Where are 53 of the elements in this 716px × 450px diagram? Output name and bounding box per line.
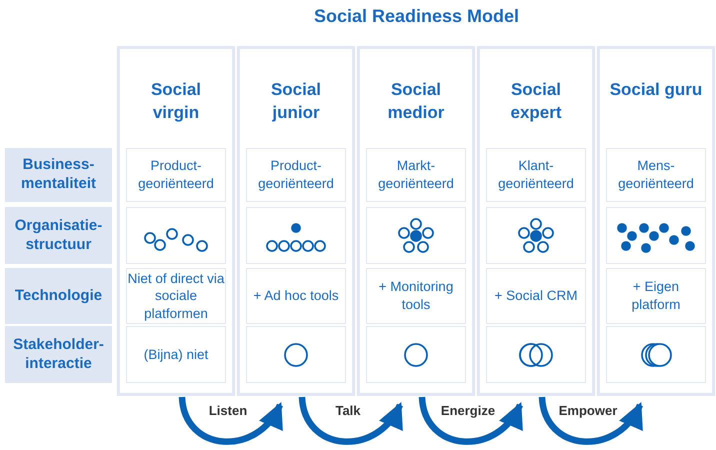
description-text: Product-georiënteerd (137, 157, 215, 193)
table-cell (486, 148, 586, 202)
description-text: Mens-georiënteerd (617, 157, 695, 193)
description-text: (Bijna) niet (144, 346, 208, 364)
column-heading: Social guru (608, 79, 704, 101)
curved-arrow (178, 396, 283, 445)
table-cell (486, 326, 586, 383)
table-cell (246, 148, 346, 202)
table-cell (486, 268, 586, 324)
stage-column (117, 46, 235, 396)
curved-arrow (298, 396, 403, 445)
edge-label: Talk (333, 403, 363, 418)
description-text: + Eigen platform (630, 278, 682, 314)
edge-label: Empower (556, 403, 620, 418)
table-cell (246, 326, 346, 383)
column-heading: Social junior (270, 79, 322, 124)
description-text: + Monitoring tools (378, 278, 454, 314)
description-text: Markt-georiënteerd (377, 157, 455, 193)
table-cell (366, 268, 466, 324)
stage-column (237, 46, 355, 396)
table-cell (366, 207, 466, 264)
stage-column (357, 46, 475, 396)
table-cell (126, 326, 226, 383)
table-cell (606, 326, 706, 383)
table-cell (606, 268, 706, 324)
edge-label: Energize (438, 403, 498, 418)
diagram-title: Social Readiness Model (312, 6, 520, 27)
column-heading: Social virgin (150, 79, 202, 124)
curved-arrow (538, 396, 643, 445)
table-cell (606, 148, 706, 202)
column-heading: Social medior (386, 79, 446, 124)
description-text: + Ad hoc tools (253, 287, 339, 305)
stage-column (477, 46, 595, 396)
description-text: + Social CRM (494, 287, 578, 305)
stage-column (597, 46, 715, 396)
table-cell (126, 207, 226, 264)
column-heading: Social expert (509, 79, 563, 124)
row-header: Organisatie-structuur (5, 207, 112, 264)
table-cell (126, 148, 226, 202)
table-cell (366, 148, 466, 202)
description-text: Klant-georiënteerd (497, 157, 575, 193)
row-header: Stakeholder-interactie (5, 326, 112, 383)
description-text: Niet of direct via sociale platformen (127, 270, 225, 322)
table-cell (246, 268, 346, 324)
row-header: Business-mentaliteit (5, 148, 112, 202)
row-header: Technologie (5, 268, 112, 324)
description-text: Product-georiënteerd (257, 157, 335, 193)
table-cell (606, 207, 706, 264)
table-cell (486, 207, 586, 264)
curved-arrow (418, 396, 523, 445)
table-cell (246, 207, 346, 264)
table-cell (366, 326, 466, 383)
edge-label: Listen (206, 403, 250, 418)
